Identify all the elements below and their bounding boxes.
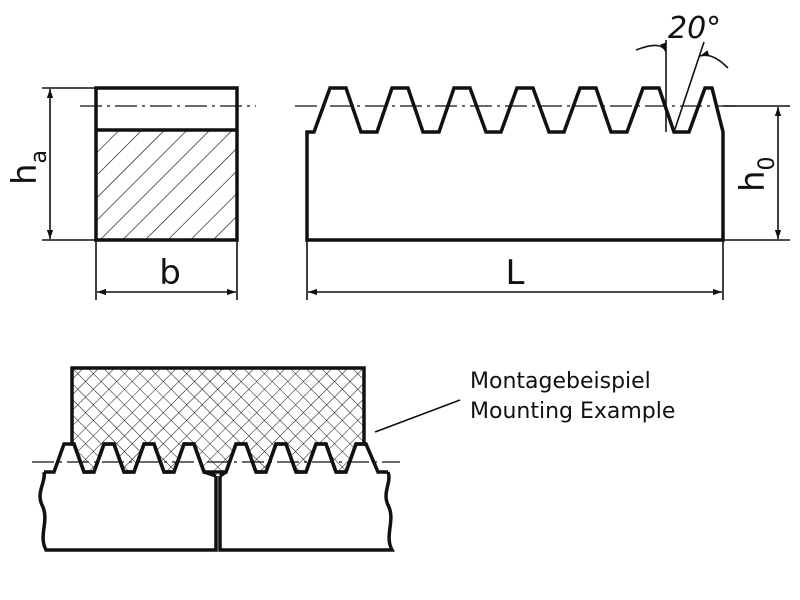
angle-label: 20° (668, 11, 721, 46)
dimension-b-label: b (159, 253, 181, 293)
mounting-label-en: Mounting Example (470, 399, 675, 424)
dimension-L-label: L (506, 253, 525, 293)
rack-side-view (295, 86, 740, 242)
dimension-ha-label: ha (5, 150, 52, 185)
mounting-leader-line (374, 399, 461, 433)
rack-cross-section (80, 86, 256, 242)
mounting-example: Montagebeispiel Mounting Example (32, 366, 675, 552)
mounting-left-rack-body (38, 471, 218, 552)
dimension-ha: ha (5, 87, 96, 241)
mounting-right-rack-body (218, 471, 395, 552)
dimension-L: L (306, 240, 724, 300)
rack-side-outline (305, 86, 725, 242)
dimension-h0-label: h0 (733, 156, 780, 192)
mounting-gauge-block (70, 366, 366, 474)
dimension-h0: h0 (723, 105, 790, 241)
mounting-label-de: Montagebeispiel (470, 369, 651, 394)
angle-annotation: 20° (635, 11, 729, 133)
dimension-b: b (95, 240, 238, 300)
cross-section-hatched-area (96, 130, 237, 240)
cross-section-outline (94, 86, 239, 242)
